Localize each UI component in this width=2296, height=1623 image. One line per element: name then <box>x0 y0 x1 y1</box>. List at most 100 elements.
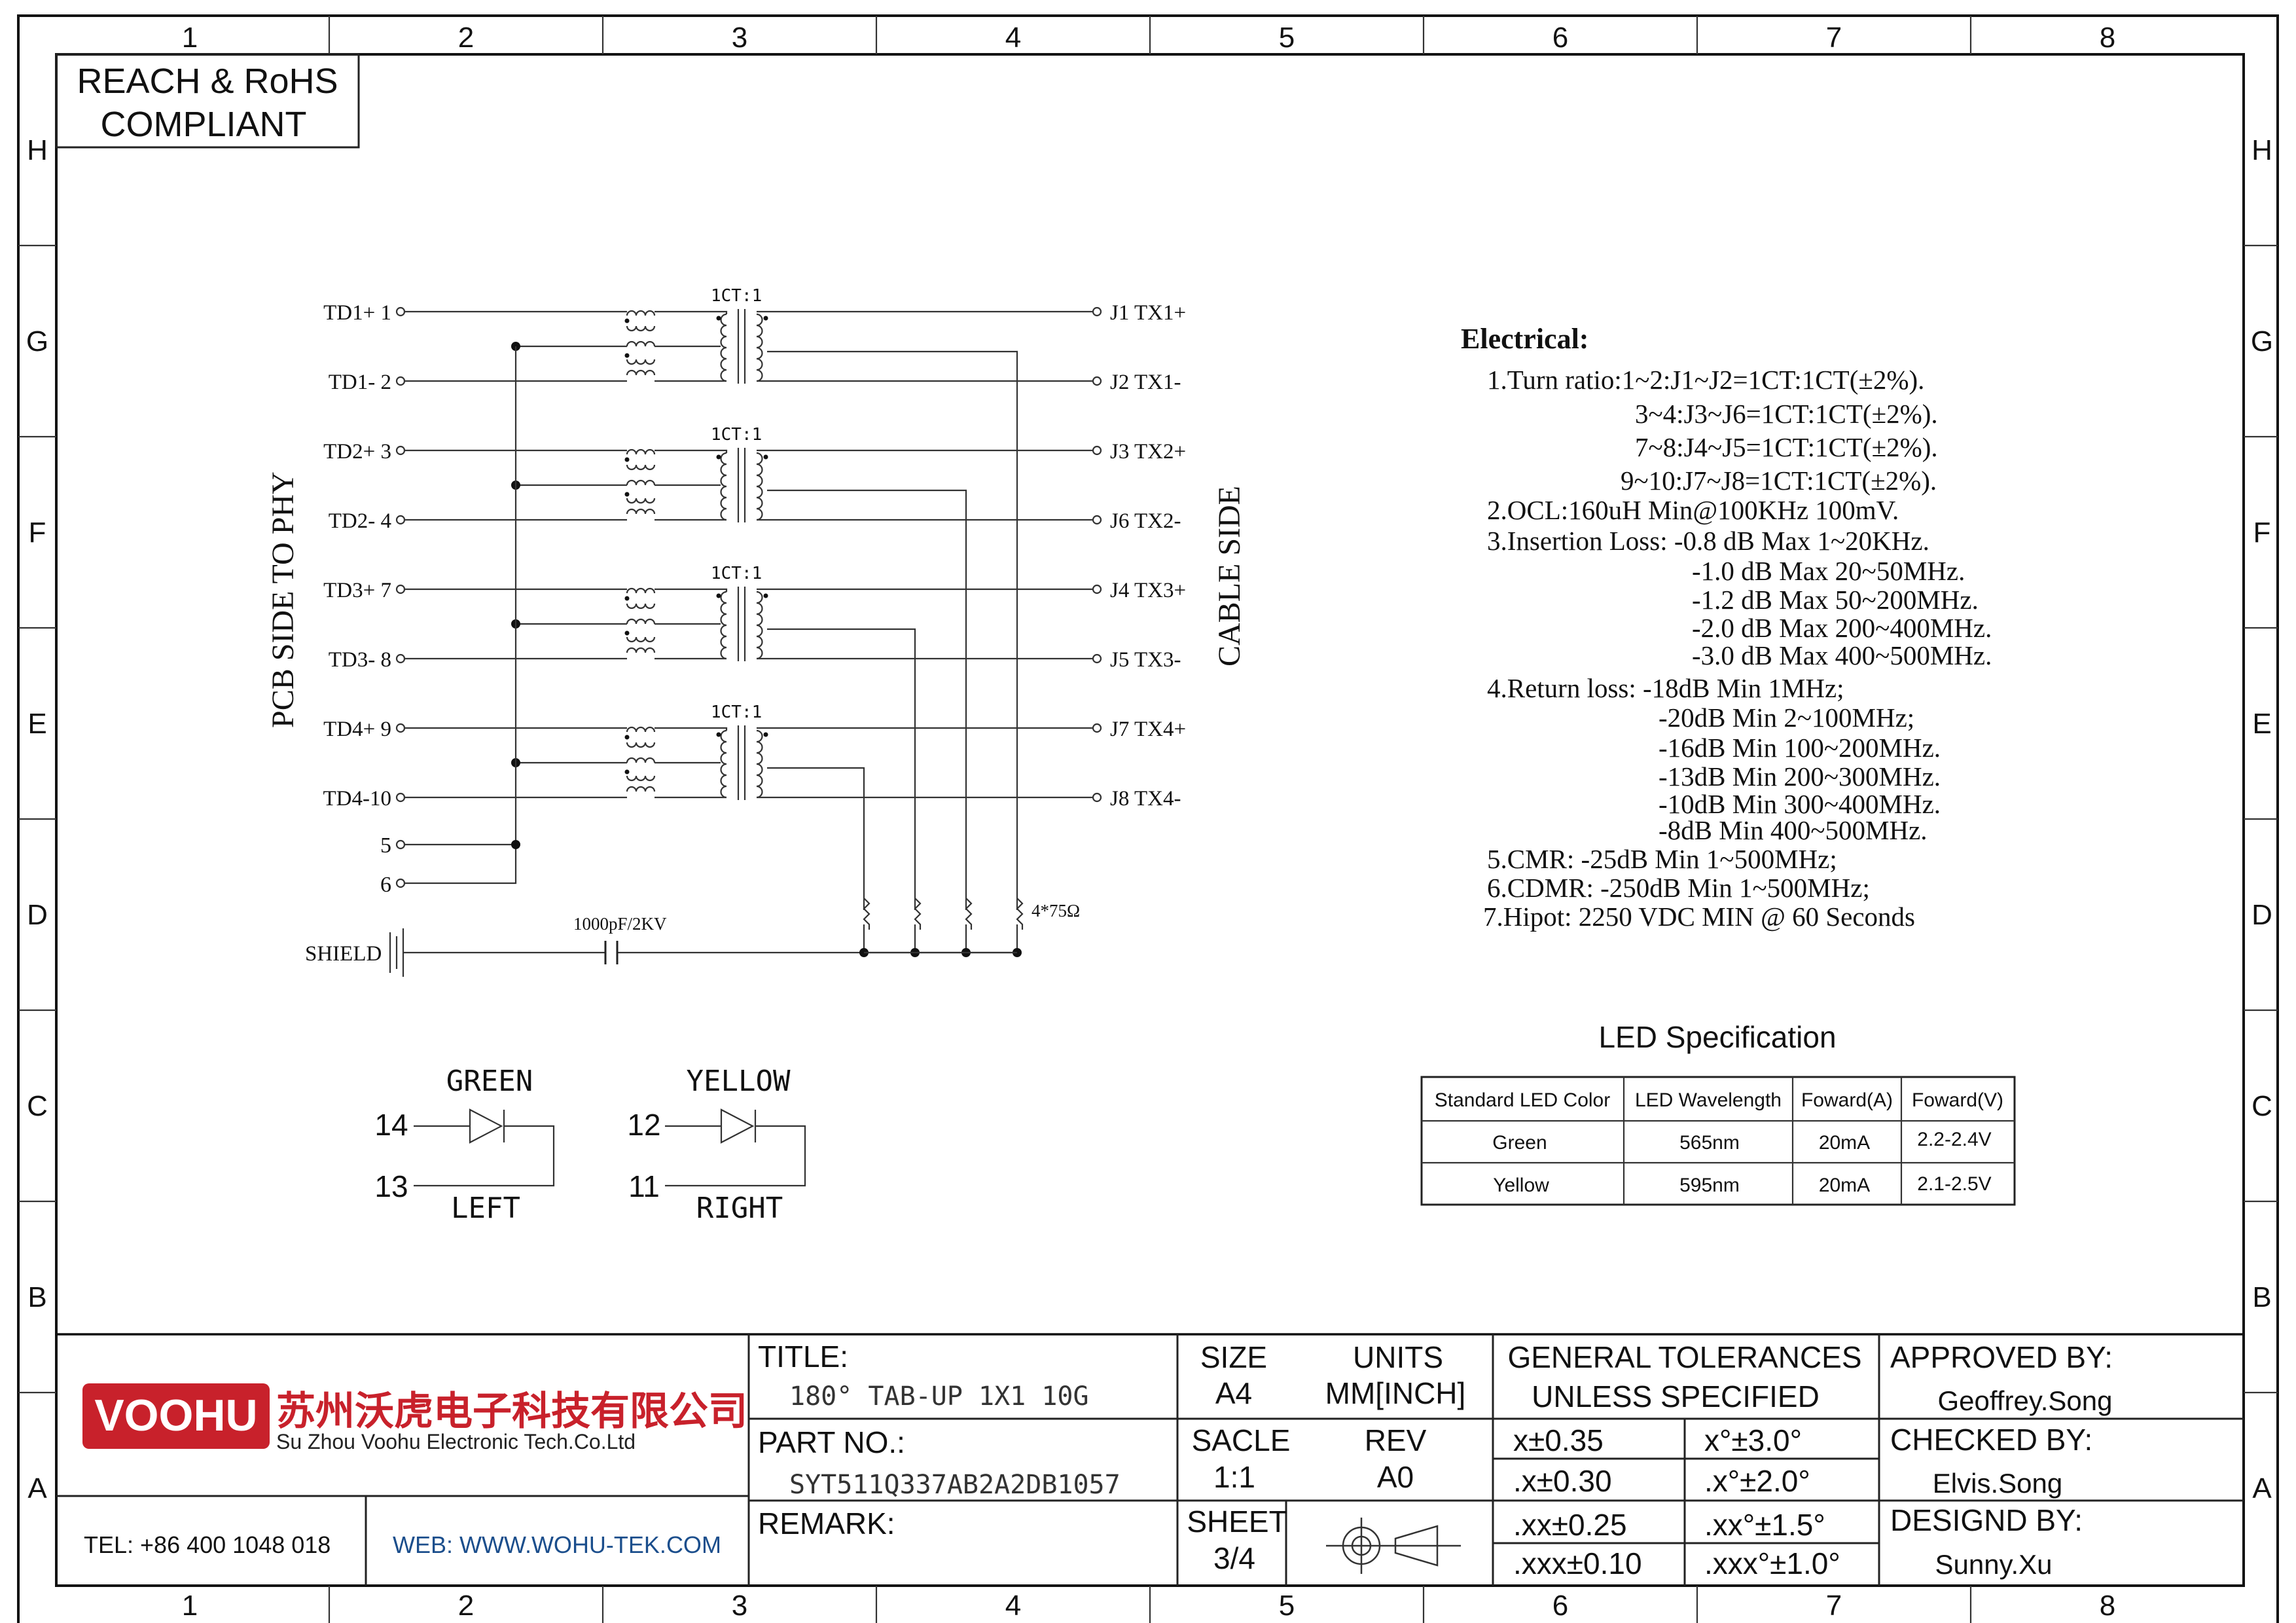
transformer-secondary-coil <box>756 591 763 660</box>
led-spec-header-color: Standard LED Color <box>1435 1089 1610 1111</box>
part-number-value: SYT511Q337AB2A2DB1057 <box>789 1470 1121 1500</box>
termination-resistor <box>863 898 870 953</box>
right-pin-terminal <box>1092 515 1102 525</box>
led-yellow-color-label: YELLOW <box>687 1065 791 1098</box>
zone-row-right-H: H <box>2251 134 2272 166</box>
led-yellow-pin-12: 12 <box>627 1108 660 1142</box>
polarity-dot <box>716 732 721 737</box>
zone-col-bottom-8: 8 <box>2100 1590 2115 1622</box>
turns-ratio-label: 1CT:1 <box>711 286 762 306</box>
left-pin-terminal <box>395 515 406 525</box>
led-yellow-right: YELLOW 12 11 RIGHT <box>627 1065 806 1225</box>
drawing-frame <box>17 14 2279 1623</box>
transformer-secondary-coil <box>756 452 763 521</box>
led-yellow-wire <box>665 1125 806 1187</box>
zone-col-bottom-2: 2 <box>458 1590 474 1622</box>
tolerance-cell: .x°±2.0° <box>1704 1464 1810 1498</box>
polarity-dot <box>716 316 721 321</box>
pins-5-6-wire <box>404 843 517 884</box>
common-mode-choke-coil <box>626 603 656 610</box>
approved-by-value: Geoffrey.Song <box>1938 1385 2113 1416</box>
center-tap-wire <box>516 345 721 348</box>
primary-wire <box>404 310 728 314</box>
common-mode-choke-coil <box>626 359 656 365</box>
zone-row-left-D: D <box>27 899 48 931</box>
turns-ratio-label: 1CT:1 <box>711 702 762 722</box>
led-spec-table: LED Specification Standard LED Color LED… <box>1420 1020 2016 1206</box>
zone-col-top-5: 5 <box>1279 22 1295 54</box>
led-yellow-position-label: RIGHT <box>696 1192 783 1225</box>
pin-label-5: 5 <box>380 833 391 858</box>
polarity-dot <box>763 454 768 460</box>
electrical-line-3: 7~8:J4~J5=1CT:1CT(±2%). <box>1635 432 1938 462</box>
left-pin-label: TD1+ 1 <box>323 301 391 325</box>
compliance-line-1: REACH & RoHS <box>77 62 338 101</box>
zone-col-top-2: 2 <box>458 22 474 54</box>
right-pin-terminal <box>1092 653 1102 664</box>
led-spec-cell: 20mA <box>1819 1175 1870 1196</box>
transformer-secondary-coil <box>756 729 763 799</box>
led-green-color-label: GREEN <box>446 1065 533 1098</box>
electrical-line-6: 3.Insertion Loss: -0.8 dB Max 1~20KHz. <box>1487 526 1929 556</box>
secondary-center-tap-wire <box>767 489 967 910</box>
company-name-cn: 苏州沃虎电子科技有限公司 <box>276 1389 747 1433</box>
electrical-line-10: -3.0 dB Max 400~500MHz. <box>1692 640 1992 670</box>
led-spec-grid <box>1422 1077 2015 1205</box>
right-pin-label: J6 TX2- <box>1110 509 1181 533</box>
led-spec-header-wavelength: LED Wavelength <box>1635 1089 1782 1111</box>
led-spec-cell: 565nm <box>1679 1132 1740 1154</box>
led-green-pin-13: 13 <box>374 1169 408 1203</box>
electrical-line-1: 1.Turn ratio:1~2:J1~J2=1CT:1CT(±2%). <box>1487 365 1924 395</box>
polarity-dot <box>624 596 630 601</box>
primary-wire <box>404 727 728 731</box>
right-pin-label: J3 TX2+ <box>1110 440 1186 464</box>
checked-by-label: CHECKED BY: <box>1890 1423 2092 1457</box>
zone-row-right-G: G <box>2251 325 2273 357</box>
zone-labels: 1 2 3 4 5 6 7 8 1 2 3 4 5 6 7 8 H G F E … <box>26 22 2273 1622</box>
electrical-title: Electrical: <box>1461 323 1588 355</box>
right-pin-label: J7 TX4+ <box>1110 718 1186 741</box>
left-pin-label: TD1- 2 <box>329 371 391 394</box>
zone-row-right-F: F <box>2253 517 2271 549</box>
revision-label: REV <box>1365 1423 1427 1457</box>
zone-col-top-4: 4 <box>1005 22 1021 54</box>
electrical-line-14: -13dB Min 200~300MHz. <box>1659 761 1941 792</box>
revision-value: A0 <box>1377 1460 1414 1494</box>
junction-dot <box>511 840 520 849</box>
sheet-value: 3/4 <box>1213 1541 1255 1575</box>
polarity-dot <box>763 732 768 737</box>
sheet-label: SHEET <box>1187 1504 1287 1539</box>
primary-wire <box>404 588 728 592</box>
right-pin-label: J1 TX1+ <box>1110 301 1186 325</box>
scale-label: SACLE <box>1192 1423 1291 1457</box>
zone-row-right-B: B <box>2252 1281 2271 1313</box>
secondary-wire <box>757 588 1093 660</box>
secondary-center-tap-wire <box>767 350 1018 910</box>
zone-row-right-A: A <box>2252 1472 2272 1504</box>
zone-row-left-E: E <box>27 708 46 740</box>
tolerance-cell: x°±3.0° <box>1704 1423 1802 1457</box>
polarity-dot <box>624 457 630 462</box>
common-mode-choke-coil <box>626 618 656 625</box>
termination-resistors <box>859 898 1024 957</box>
left-pin-terminal <box>395 445 406 456</box>
transformer-core <box>737 587 746 661</box>
led-spec-header-current: Foward(A) <box>1801 1089 1893 1111</box>
company-web: WEB: WWW.WOHU-TEK.COM <box>393 1531 721 1558</box>
common-mode-choke-coil <box>626 636 656 643</box>
projection-symbol-icon <box>1326 1518 1461 1574</box>
polarity-dot <box>716 593 721 598</box>
electrical-line-8: -1.2 dB Max 50~200MHz. <box>1692 585 1979 615</box>
resistor-label: 4*75Ω <box>1031 901 1080 921</box>
pin-6-terminal <box>395 878 406 888</box>
company-logo-text: VOOHU <box>94 1391 257 1440</box>
termination-resistor <box>965 898 973 953</box>
right-pin-terminal <box>1092 584 1102 594</box>
polarity-dot <box>624 769 630 775</box>
led-spec-cell: Yellow <box>1493 1175 1549 1196</box>
pin-5-terminal <box>395 839 406 850</box>
electrical-line-13: -16dB Min 100~200MHz. <box>1659 733 1941 763</box>
zone-row-left-B: B <box>27 1281 46 1313</box>
electrical-line-18: 6.CDMR: -250dB Min 1~500MHz; <box>1487 873 1870 903</box>
